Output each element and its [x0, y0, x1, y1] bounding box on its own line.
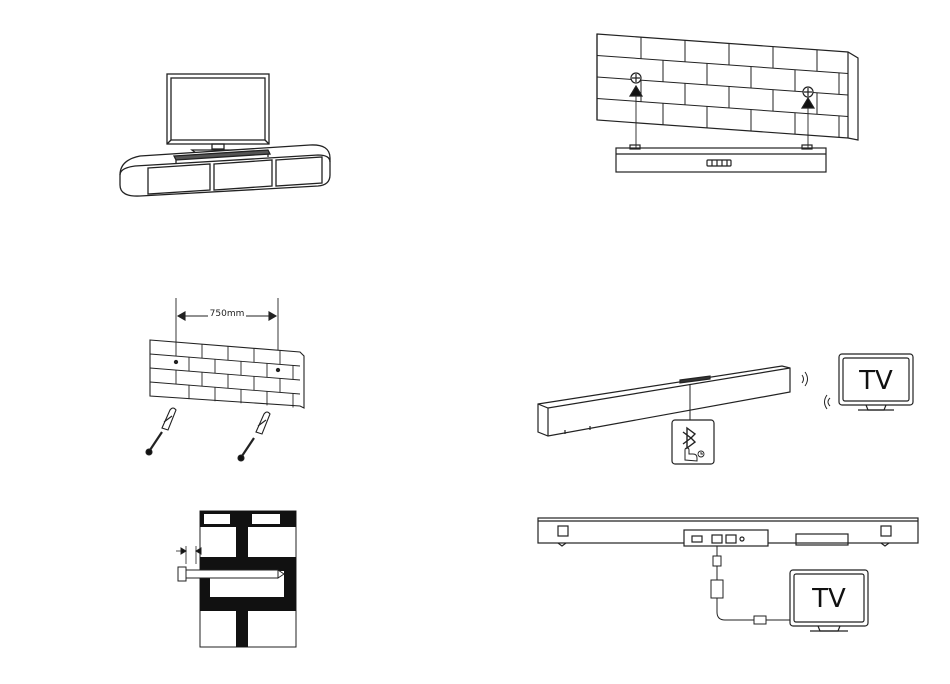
- tv-label-wireless: TV: [858, 366, 893, 396]
- wired-connection-panel: [538, 518, 918, 631]
- tv-stand-panel: [120, 74, 330, 196]
- gap-arrow: [176, 546, 201, 564]
- tv-label-wired: TV: [811, 584, 846, 614]
- wall-anchor-left: [162, 408, 176, 430]
- wall-screw-item-left: [146, 432, 162, 455]
- soundbar-wall-view: [616, 145, 826, 172]
- wireless-signal-icon: [802, 372, 830, 409]
- wall-screw-item-right: [238, 438, 254, 461]
- bluetooth-pairing-panel: [538, 354, 913, 464]
- wall-cross-section-panel: [176, 511, 296, 647]
- brick-wall-small: [150, 340, 304, 408]
- tv-on-stand-illustration: [167, 74, 269, 153]
- cable: [711, 546, 790, 624]
- wall-anchor-right: [256, 412, 270, 434]
- wall-mount-hanging-panel: [597, 34, 858, 172]
- dimension-label: 750mm: [210, 309, 245, 319]
- bluetooth-button-callout: [672, 420, 714, 464]
- drilling-panel: [146, 298, 304, 461]
- soundbar-3d: [538, 366, 790, 436]
- soundbar-rear-view: [538, 518, 918, 546]
